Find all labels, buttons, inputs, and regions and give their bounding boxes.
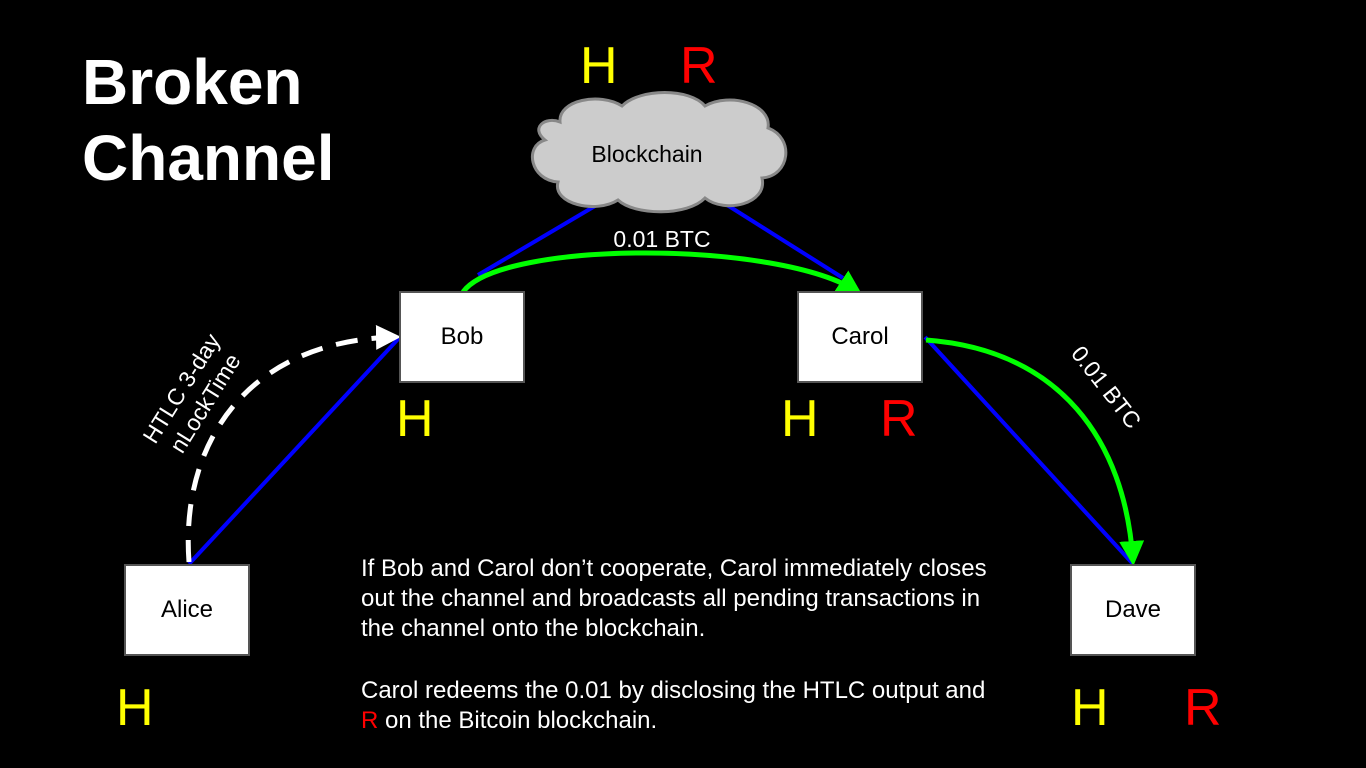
bob-carol-amount-label: 0.01 BTC: [613, 226, 710, 252]
channel-line-carol-dave: [923, 335, 1135, 566]
carol-preimage-letter: R: [880, 390, 918, 448]
channel-line-bob-blockchain: [476, 204, 597, 277]
description-paragraph-2-start: Carol redeems the 0.01 by disclosing the…: [361, 677, 986, 704]
node-alice: Alice: [124, 564, 250, 656]
channel-line-blockchain-carol: [714, 196, 845, 280]
carol-hash-letter: H: [781, 390, 819, 448]
description-preimage-highlight: R: [361, 707, 379, 734]
htlc-arrow-alice-bob: [185, 324, 401, 563]
node-bob-label: Bob: [440, 323, 484, 350]
payment-arrow-bob-carol: [460, 250, 863, 295]
blockchain-label: Blockchain: [591, 141, 702, 167]
htlc-label: HTLC 3-day nLockTime: [137, 328, 245, 457]
carol-dave-amount-label: 0.01 BTC: [1066, 341, 1146, 434]
bob-hash-letter: H: [396, 390, 434, 448]
node-carol-label: Carol: [831, 323, 889, 350]
node-bob: Bob: [399, 291, 525, 383]
title-line-2: Channel: [82, 122, 335, 194]
dave-preimage-letter: R: [1184, 679, 1222, 737]
node-dave-label: Dave: [1104, 596, 1162, 623]
description-text: If Bob and Carol don’t cooperate, Carol …: [361, 554, 1001, 736]
description-paragraph-2: Carol redeems the 0.01 by disclosing the…: [361, 676, 1001, 736]
node-alice-label: Alice: [160, 596, 214, 623]
node-dave: Dave: [1070, 564, 1196, 656]
description-paragraph-2-end: on the Bitcoin blockchain.: [378, 707, 658, 734]
dave-hash-letter: H: [1071, 679, 1109, 737]
cloud-icon: [530, 91, 788, 214]
blockchain-preimage-letter: R: [680, 37, 718, 95]
description-paragraph-1: If Bob and Carol don’t cooperate, Carol …: [361, 555, 987, 642]
channel-line-alice-bob: [187, 335, 402, 566]
node-carol: Carol: [797, 291, 923, 383]
alice-hash-letter: H: [116, 679, 154, 737]
title-line-1: Broken: [82, 46, 303, 118]
slide-title: Broken Channel: [82, 44, 334, 196]
payment-arrow-carol-dave: [925, 337, 1145, 566]
blockchain-hash-letter: H: [580, 37, 618, 95]
